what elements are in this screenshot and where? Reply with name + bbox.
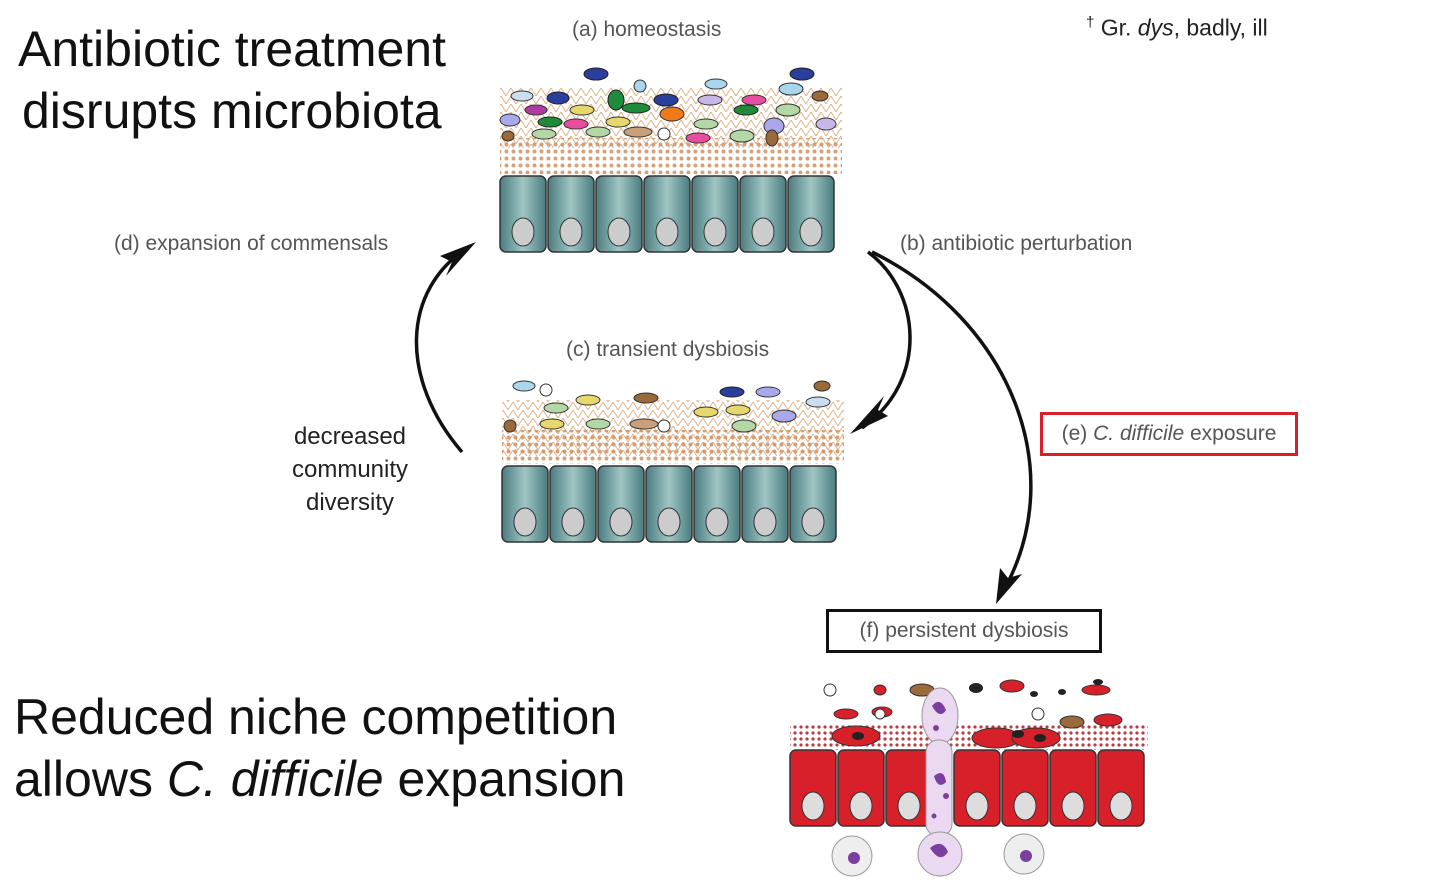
etymology-footnote: † Gr. dys, badly, ill — [1086, 14, 1268, 42]
diversity-line2: community — [291, 456, 409, 483]
arrow-f-head — [996, 568, 1022, 604]
stage-e-post: exposure — [1184, 422, 1277, 445]
epithelial-cells-healthy — [499, 175, 835, 253]
inner-mucus — [500, 138, 842, 174]
epithelial-cells-healthy — [501, 465, 837, 543]
headline-top-line1: Antibiotic treatment — [18, 21, 446, 77]
headline-antibiotic: Antibiotic treatment disrupts microbiota — [18, 18, 446, 142]
diversity-line3: diversity — [305, 489, 395, 516]
dagger-marker: † — [1086, 14, 1095, 31]
footnote-italic: dys — [1137, 14, 1174, 41]
arrow-b-to-c — [860, 250, 912, 430]
epithelial-cells-damaged — [789, 749, 1145, 827]
headline-bottom-post: expansion — [383, 751, 626, 807]
arrow-b-to-f — [871, 250, 1033, 591]
stage-b-label: (b) antibiotic perturbation — [900, 232, 1133, 255]
stage-e-species: C. difficile — [1093, 422, 1185, 445]
headline-bottom-line2: allows C. difficile expansion — [14, 748, 625, 810]
headline-bottom-pre: allows — [14, 751, 167, 807]
inner-mucus — [502, 430, 844, 464]
headline-niche: Reduced niche competition allows C. diff… — [14, 686, 625, 810]
headline-bottom-line1: Reduced niche competition — [14, 689, 618, 745]
arrow-d-head — [440, 242, 476, 276]
diversity-note: decreased community diversity — [270, 420, 430, 519]
c-difficile-bacteria — [823, 679, 1123, 749]
stage-e-pre: (e) — [1061, 422, 1088, 445]
immune-cells — [831, 833, 1045, 877]
bacteria-diverse — [499, 67, 837, 147]
stage-a-label: (a) homeostasis — [572, 18, 722, 41]
stage-c-label: (c) transient dysbiosis — [566, 338, 770, 361]
arrow-d-to-a — [414, 244, 471, 454]
neutrophil-migrating — [917, 687, 963, 877]
stage-e-box: (e) C. difficile exposure — [1040, 412, 1298, 456]
bacteria-sparse — [503, 380, 831, 433]
stage-f-box: (f) persistent dysbiosis — [826, 609, 1102, 653]
arrow-b-head — [850, 396, 888, 434]
footnote-pre: Gr. — [1094, 14, 1138, 41]
tissue-persistent-dysbiosis — [789, 679, 1148, 877]
footnote-post: , badly, ill — [1173, 14, 1268, 41]
diversity-line1: decreased — [293, 423, 407, 450]
stage-d-label: (d) expansion of commensals — [114, 232, 389, 255]
tissue-homeostasis — [499, 67, 842, 253]
tissue-transient-dysbiosis — [501, 380, 844, 543]
headline-bottom-species: C. difficile — [166, 751, 384, 807]
stage-f-label: (f) persistent dysbiosis — [859, 619, 1069, 642]
headline-top-line2: disrupts microbiota — [22, 83, 442, 139]
